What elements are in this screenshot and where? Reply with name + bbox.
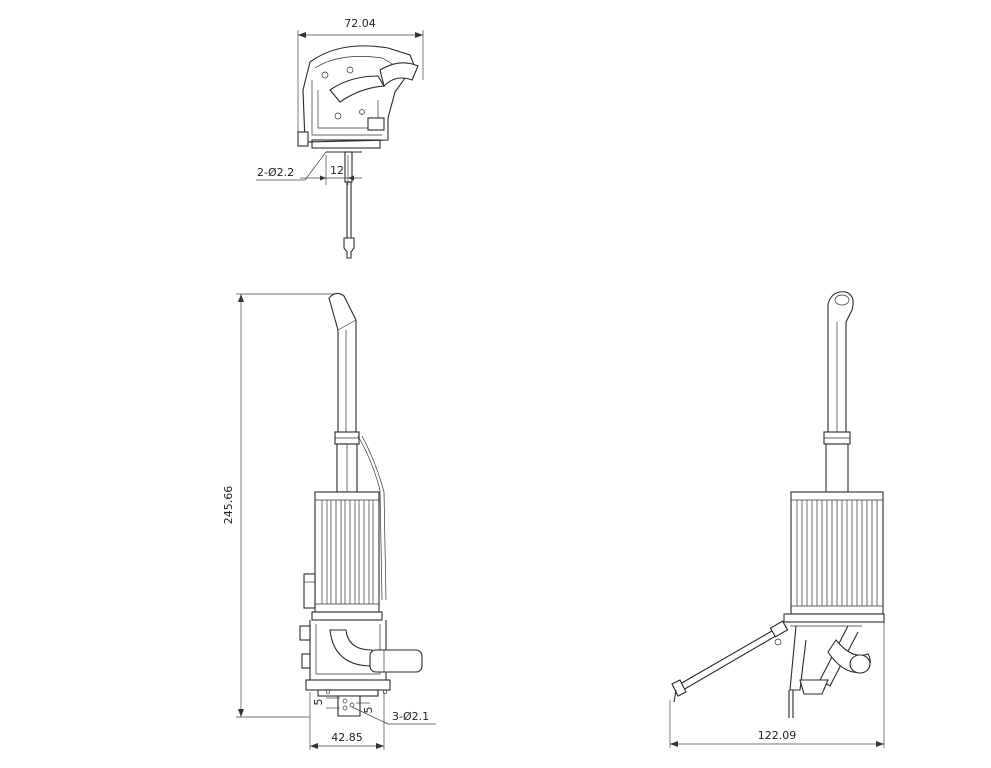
top-spacing-label: 12 — [330, 164, 344, 177]
front-holes-label: 3-Ø2.1 — [392, 710, 429, 723]
front-holes-leader: 3-Ø2.1 — [351, 706, 436, 725]
front-view: 245.66 — [222, 292, 436, 750]
side-width-dimension: 122.09 — [669, 620, 885, 748]
top-holes-leader: 2-Ø2.2 — [256, 151, 327, 181]
front-fins — [321, 500, 374, 604]
height-label: 245.66 — [222, 486, 235, 525]
top-holes-label: 2-Ø2.2 — [257, 166, 294, 179]
top-view: 72.04 12 — [256, 17, 424, 259]
top-spacing-dimension: 12 — [300, 155, 362, 185]
side-view: 122.09 — [669, 291, 885, 748]
top-width-dimension: 72.04 — [297, 17, 424, 140]
front-spacing-b-label: 5 — [362, 707, 375, 714]
front-width-dimension: 42.85 — [309, 692, 385, 750]
top-width-label: 72.04 — [344, 17, 376, 30]
front-spacing-a-label: 5 — [312, 699, 325, 706]
height-dimension: 245.66 — [222, 293, 340, 718]
side-fins — [796, 500, 878, 606]
front-spacing-dimension: 5 5 — [312, 697, 375, 714]
side-width-label: 122.09 — [758, 729, 797, 742]
front-width-label: 42.85 — [331, 731, 363, 744]
